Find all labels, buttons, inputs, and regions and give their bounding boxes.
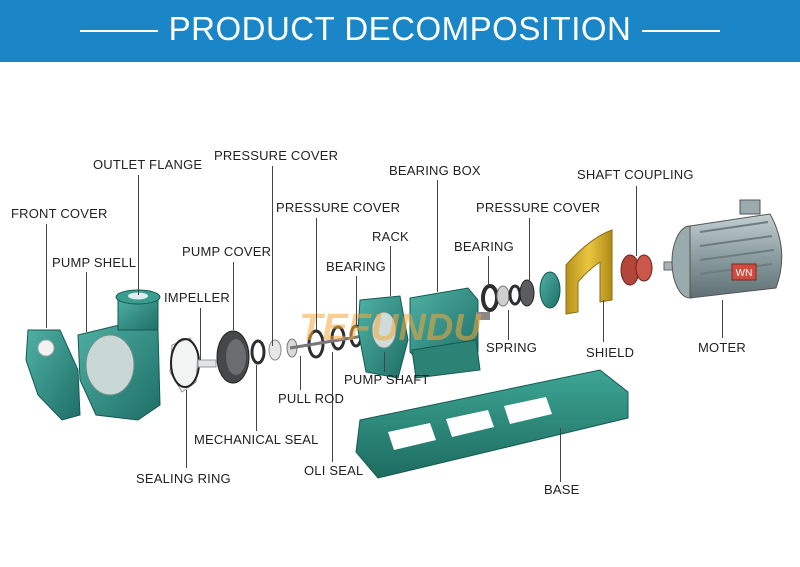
impeller-part <box>169 337 217 393</box>
motor-part: WN <box>663 199 783 299</box>
leader-pump-shell <box>86 272 87 332</box>
leader-pump-cover <box>233 262 234 330</box>
label-bearing-2: BEARING <box>454 239 514 254</box>
leader-bearing-box <box>437 180 438 292</box>
leader-oli-seal <box>332 352 333 462</box>
label-pressure-cover-3: PRESSURE COVER <box>476 200 601 215</box>
leader-mechanical-seal <box>256 365 257 431</box>
label-sealing-ring: SEALING RING <box>136 471 231 486</box>
outlet-flange-part <box>115 289 161 331</box>
label-impeller: IMPELLER <box>164 290 230 305</box>
label-pull-rod: PULL ROD <box>278 391 345 406</box>
banner-rule-right <box>642 30 720 32</box>
leader-sealing-ring <box>186 390 187 468</box>
leader-bearing-1 <box>356 276 357 326</box>
pressure-cover-part <box>519 271 561 309</box>
pump-cover-part <box>216 330 250 384</box>
label-shield: SHIELD <box>586 345 635 360</box>
shaft-coupling-part <box>620 254 653 286</box>
front-cover-part <box>25 329 81 421</box>
brand-watermark: TEFUNDU <box>299 307 482 349</box>
leader-pull-rod <box>300 356 301 390</box>
label-pump-shaft: PUMP SHAFT <box>344 372 430 387</box>
label-base: BASE <box>544 482 580 497</box>
label-bearing-1: BEARING <box>326 259 386 274</box>
leader-shield <box>603 300 604 342</box>
label-pump-cover: PUMP COVER <box>182 244 272 259</box>
leader-pressure-cover-1 <box>272 166 273 346</box>
leader-front-cover <box>46 224 47 328</box>
leader-base <box>560 428 561 482</box>
exploded-pump-diagram: WN TEFUNDU <box>25 199 783 479</box>
label-rack: RACK <box>372 229 409 244</box>
banner-rule-left <box>80 30 158 32</box>
leader-outlet-flange <box>138 175 139 295</box>
label-bearing-box: BEARING BOX <box>389 163 481 178</box>
leader-impeller <box>200 308 201 360</box>
label-moter: MOTER <box>698 340 746 355</box>
label-spring: SPRING <box>486 340 538 355</box>
label-pressure-cover-1: PRESSURE COVER <box>214 148 339 163</box>
base-part <box>355 369 629 479</box>
leader-pump-shaft <box>384 352 385 372</box>
motor-badge: WN <box>736 268 753 279</box>
rack-part <box>357 295 409 379</box>
leader-shaft-coupling <box>636 186 637 256</box>
bearing-spring-part <box>481 284 522 312</box>
shield-part <box>565 229 613 315</box>
leader-bearing-2 <box>488 256 489 286</box>
pump-shell-part <box>77 319 161 421</box>
label-outlet-flange: OUTLET FLANGE <box>93 157 203 172</box>
label-pump-shell: PUMP SHELL <box>52 255 137 270</box>
leader-rack <box>390 246 391 296</box>
leader-pressure-cover-3 <box>529 218 530 280</box>
page-title: PRODUCT DECOMPOSITION <box>168 10 632 47</box>
label-shaft-coupling: SHAFT COUPLING <box>577 167 694 182</box>
label-oli-seal: OLI SEAL <box>304 463 364 478</box>
label-pressure-cover-2: PRESSURE COVER <box>276 200 401 215</box>
bearing-box-part <box>409 287 490 379</box>
leader-moter <box>722 300 723 338</box>
leader-spring <box>508 310 509 340</box>
leader-pressure-cover-2 <box>316 218 317 330</box>
label-mechanical-seal: MECHANICAL SEAL <box>194 432 319 447</box>
title-banner: PRODUCT DECOMPOSITION <box>0 0 800 62</box>
label-front-cover: FRONT COVER <box>11 206 108 221</box>
